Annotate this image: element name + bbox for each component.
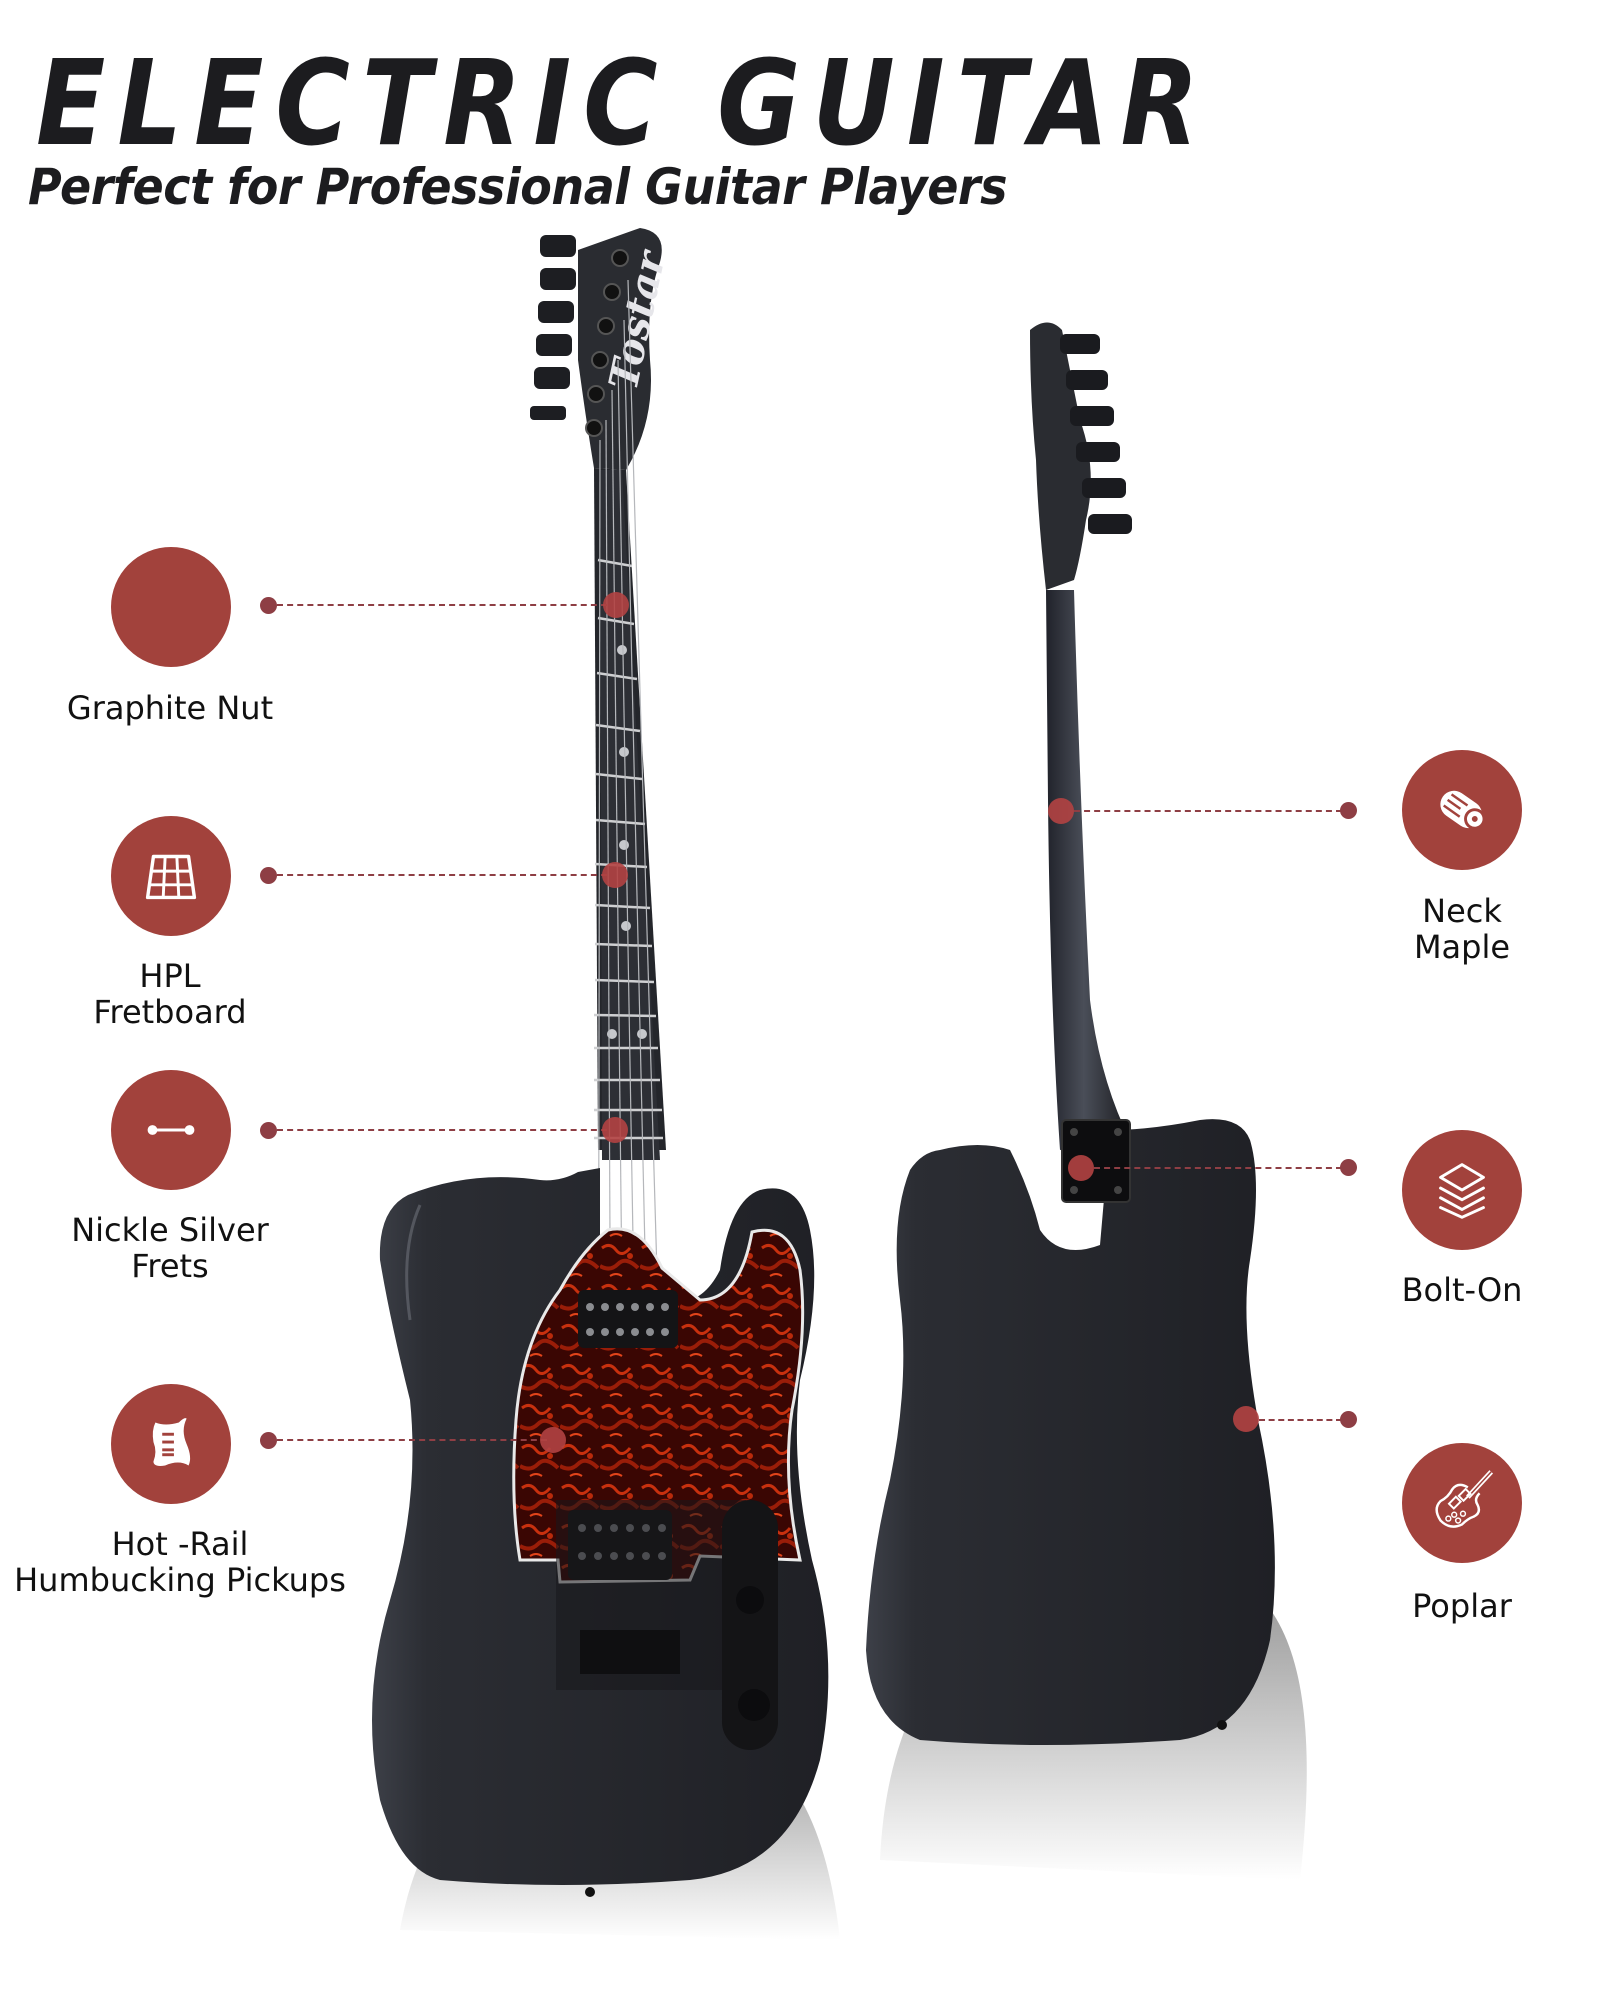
graphite-nut-badge [111,547,231,667]
hotspot-bolt-on[interactable] [1068,1155,1094,1181]
hotspot-pickups[interactable] [540,1427,566,1453]
leader-line [1074,810,1342,812]
page-subtitle: Perfect for Professional Guitar Players [28,158,1008,216]
page-title: ELECTRIC GUITAR [36,34,1211,172]
leader-line [277,1439,547,1441]
neck-badge [1402,750,1522,870]
feature-label: Graphite Nut [66,689,274,727]
leader-line [277,604,607,606]
leader-line [277,874,607,876]
leader-line [277,1129,607,1131]
leader-pin [260,867,277,884]
wood-log-icon [1440,790,1486,830]
leader-pin [1340,802,1357,819]
leader-pin [1340,1411,1357,1428]
feature-label: Nickle Silver Frets [71,1211,269,1285]
fret-bar-icon [147,1125,195,1135]
poplar-badge [1402,1443,1522,1563]
feature-label: Hot -Rail Humbucking Pickups [14,1525,346,1599]
fretboard-grid-icon [145,854,197,900]
feature-label: Neck Maple [1413,892,1511,966]
leader-pin [260,1432,277,1449]
feature-label: HPL Fretboard [93,957,247,1031]
feature-label: Poplar [1412,1587,1512,1625]
leader-pin [260,1122,277,1139]
leader-line [1094,1167,1342,1169]
hotspot-frets[interactable] [602,1117,628,1143]
pickups-badge [111,1384,231,1504]
electric-guitar-icon [1435,1470,1494,1528]
feature-label: Bolt-On [1401,1271,1523,1309]
fretboard-badge [111,816,231,936]
frets-badge [111,1070,231,1190]
hotspot-neck[interactable] [1048,798,1074,824]
hotspot-fretboard[interactable] [602,862,628,888]
pickguard-icon [152,1418,191,1466]
hotspot-nut[interactable] [603,592,629,618]
leader-pin [1340,1159,1357,1176]
layers-icon [1439,1163,1485,1219]
leader-line [1259,1419,1342,1421]
hotspot-body[interactable] [1233,1406,1259,1432]
bolt-on-badge [1402,1130,1522,1250]
leader-pin [260,597,277,614]
